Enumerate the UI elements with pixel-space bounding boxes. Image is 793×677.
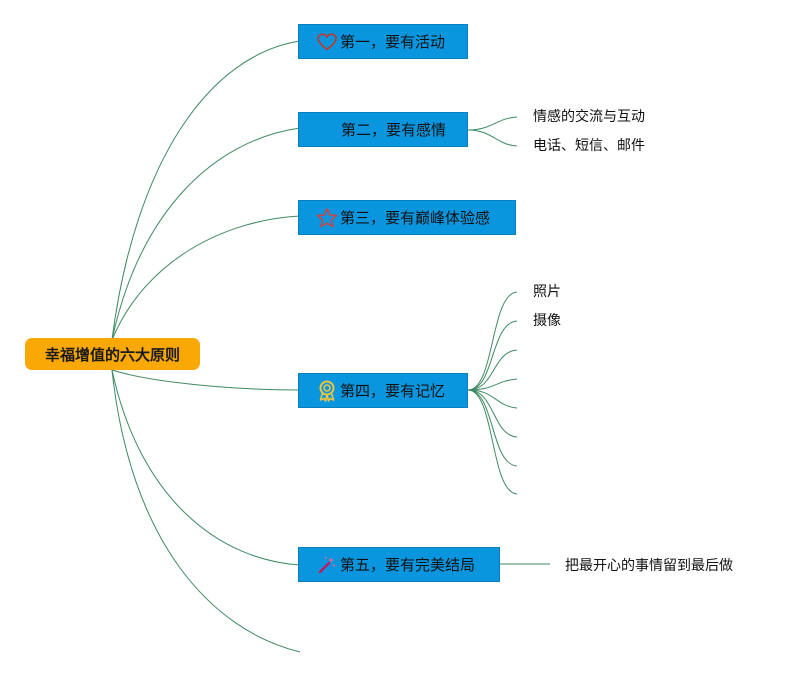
subtopic-4-1[interactable]: 照片 <box>533 284 561 300</box>
topic-1[interactable]: 第一，要有活动 <box>298 24 468 59</box>
topic-3-label: 第三，要有巅峰体验感 <box>340 209 491 227</box>
subtopic-2-1[interactable]: 情感的交流与互动 <box>533 109 645 125</box>
topic-4[interactable]: 第四，要有记忆 <box>298 373 468 408</box>
connector-topic-1 <box>111 40 301 341</box>
connector-sub-2-2 <box>467 129 518 147</box>
subtopic-4-2[interactable]: 摄像 <box>533 313 561 329</box>
connector-topic-3 <box>111 215 301 341</box>
award-medal-icon <box>316 380 338 402</box>
topic-4-label: 第四，要有记忆 <box>340 382 446 400</box>
topic-3[interactable]: 第三，要有巅峰体验感 <box>298 200 516 235</box>
subtopic-2-2[interactable]: 电话、短信、邮件 <box>533 138 645 154</box>
connector-topic-6 <box>111 369 301 653</box>
subtopic-5-1[interactable]: 把最开心的事情留到最后做 <box>565 558 733 574</box>
root-topic-label: 幸福增值的六大原则 <box>44 345 180 364</box>
star-icon <box>316 207 338 229</box>
heart-icon <box>316 31 338 53</box>
connector-sub-2-1 <box>467 116 518 131</box>
connector-topic-5 <box>111 369 301 566</box>
topic-1-label: 第一，要有活动 <box>340 33 446 51</box>
connector-topic-4 <box>111 369 301 391</box>
topic-2[interactable]: 第二，要有感情 <box>298 112 468 147</box>
magic-wand-icon <box>316 554 338 576</box>
root-topic[interactable]: 幸福增值的六大原则 <box>25 338 200 370</box>
topic-5-label: 第五，要有完美结局 <box>340 556 476 574</box>
topic-2-label: 第二，要有感情 <box>341 121 447 139</box>
topic-5[interactable]: 第五，要有完美结局 <box>298 547 500 582</box>
connector-topic-2 <box>111 127 301 341</box>
